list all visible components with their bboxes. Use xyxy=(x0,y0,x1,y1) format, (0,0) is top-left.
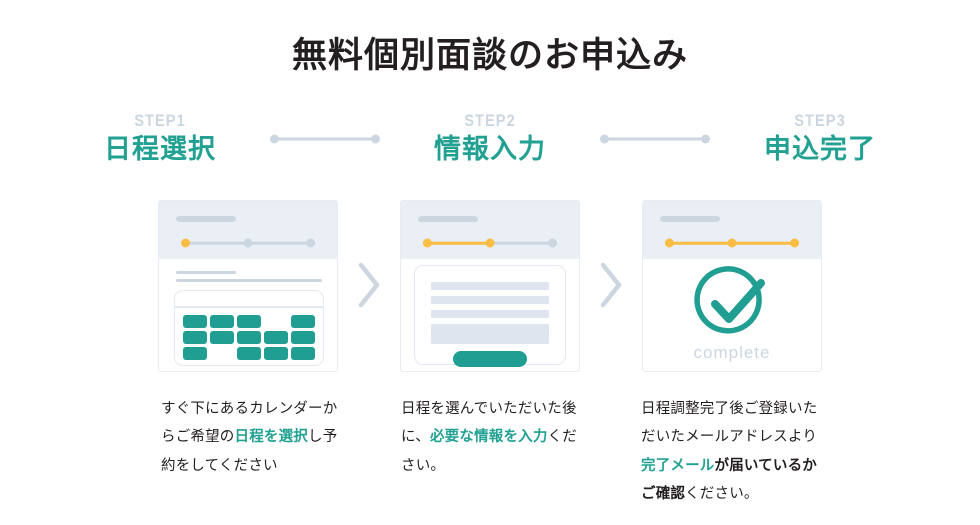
calendar-day-cell xyxy=(183,315,207,328)
step-illustrations-row: complete xyxy=(0,200,980,372)
calendar-day-cell xyxy=(237,331,261,344)
caption-text: ください。 xyxy=(401,429,577,474)
chevron-right-icon-2 xyxy=(580,200,642,370)
card-progress-2 xyxy=(419,237,561,249)
caption-text: し予約をしてください xyxy=(161,429,338,474)
step-caption-1: すぐ下にあるカレンダーからご希望の日程を選択し予約をしてください xyxy=(161,395,339,480)
step-caption-2: 日程を選んでいただいた後に、必要な情報を入力ください。 xyxy=(401,395,579,480)
calendar-day-cell xyxy=(264,331,288,344)
calendar-header-divider xyxy=(175,306,323,308)
card-header-1 xyxy=(159,201,337,259)
card-body-1 xyxy=(159,259,337,371)
text-placeholder-line-short xyxy=(176,271,236,274)
form-input-placeholder xyxy=(431,282,549,290)
calendar-day-cell xyxy=(210,331,234,344)
calendar-day-cell xyxy=(210,315,234,328)
progress-dot-3-icon xyxy=(548,238,557,248)
calendar-day-cell xyxy=(291,331,315,344)
form-submit-button-placeholder xyxy=(453,351,527,367)
step-number-1: STEP1 xyxy=(134,111,186,130)
card-header-2 xyxy=(401,201,579,259)
step-card-form xyxy=(400,200,580,372)
connector-dot-left-icon xyxy=(600,134,609,144)
step-card-complete: complete xyxy=(642,200,822,372)
caption-highlight: 完了メール xyxy=(641,457,715,474)
card-progress-3 xyxy=(661,237,803,249)
steps-header-row: STEP1 日程選択 STEP2 情報入力 STEP3 申込完了 xyxy=(0,111,980,166)
caption-emphasis: が届いているかご確認 xyxy=(641,457,817,502)
progress-dot-1-icon xyxy=(181,238,190,248)
calendar-day-cell xyxy=(237,347,261,360)
connector-dot-left-icon xyxy=(270,134,279,144)
connector-line xyxy=(605,137,705,141)
progress-dot-2-icon xyxy=(485,238,495,248)
calendar-day-cell-empty xyxy=(264,315,288,328)
progress-dot-2-icon xyxy=(243,238,253,248)
step-connector-2-3 xyxy=(595,125,715,153)
caption-text: 日程を選んでいただいた後に、 xyxy=(401,401,577,446)
form-input-placeholder xyxy=(431,310,549,318)
calendar-day-cell xyxy=(183,347,207,360)
step-header-2: STEP2 情報入力 xyxy=(385,111,595,166)
connector-dot-right-icon xyxy=(371,134,380,144)
card-header-3 xyxy=(643,201,821,259)
form-textarea-placeholder xyxy=(431,324,549,344)
step-name-1: 日程選択 xyxy=(104,133,216,164)
step-number-2: STEP2 xyxy=(464,111,516,130)
step-card-calendar xyxy=(158,200,338,372)
connector-line xyxy=(275,137,375,141)
calendar-container xyxy=(174,290,324,366)
calendar-day-cell xyxy=(291,347,315,360)
step-name-3: 申込完了 xyxy=(764,133,876,164)
calendar-day-cell xyxy=(183,331,207,344)
calendar-day-cell xyxy=(291,315,315,328)
complete-label: complete xyxy=(693,343,771,362)
step-connector-1-2 xyxy=(265,125,385,153)
step-name-2: 情報入力 xyxy=(434,133,546,164)
card-title-placeholder-bar xyxy=(176,216,236,222)
card-progress-1 xyxy=(177,237,319,249)
step-header-3: STEP3 申込完了 xyxy=(715,111,925,166)
connector-dot-right-icon xyxy=(701,134,710,144)
progress-dot-1-icon xyxy=(423,238,432,248)
caption-text: ください。 xyxy=(685,485,759,502)
progress-dot-1-icon xyxy=(665,238,674,248)
calendar-day-cell xyxy=(264,347,288,360)
progress-fill xyxy=(423,241,494,245)
card-body-2 xyxy=(401,259,579,371)
caption-text: 日程調整完了後ご登録いただいたメールアドレスより xyxy=(641,401,818,446)
card-body-3: complete xyxy=(643,259,821,371)
step-captions-row: すぐ下にあるカレンダーからご希望の日程を選択し予約をしてください 日程を選んでい… xyxy=(0,395,980,508)
check-circle-icon xyxy=(643,265,821,345)
calendar-day-cell-empty xyxy=(210,347,234,360)
form-container xyxy=(414,265,566,367)
card-title-placeholder-bar xyxy=(418,216,478,222)
page-title: 無料個別面談のお申込み xyxy=(291,36,688,75)
step-header-1: STEP1 日程選択 xyxy=(55,111,265,166)
caption-text: すぐ下にあるカレンダーからご希望の xyxy=(161,401,338,446)
calendar-grid xyxy=(183,315,315,360)
calendar-day-cell xyxy=(237,315,261,328)
progress-dot-2-icon xyxy=(727,238,737,248)
progress-dot-3-icon xyxy=(790,238,799,248)
chevron-right-icon-1 xyxy=(338,200,400,370)
step-number-3: STEP3 xyxy=(794,111,846,130)
text-placeholder-line-long xyxy=(176,279,322,282)
card-title-placeholder-bar xyxy=(660,216,720,222)
form-input-placeholder xyxy=(431,296,549,304)
caption-highlight: 日程を選択 xyxy=(234,429,308,446)
progress-dot-3-icon xyxy=(306,238,315,248)
caption-highlight: 必要な情報を入力 xyxy=(429,429,548,446)
step-caption-3: 日程調整完了後ご登録いただいたメールアドレスより完了メールが届いているかご確認く… xyxy=(641,395,819,508)
